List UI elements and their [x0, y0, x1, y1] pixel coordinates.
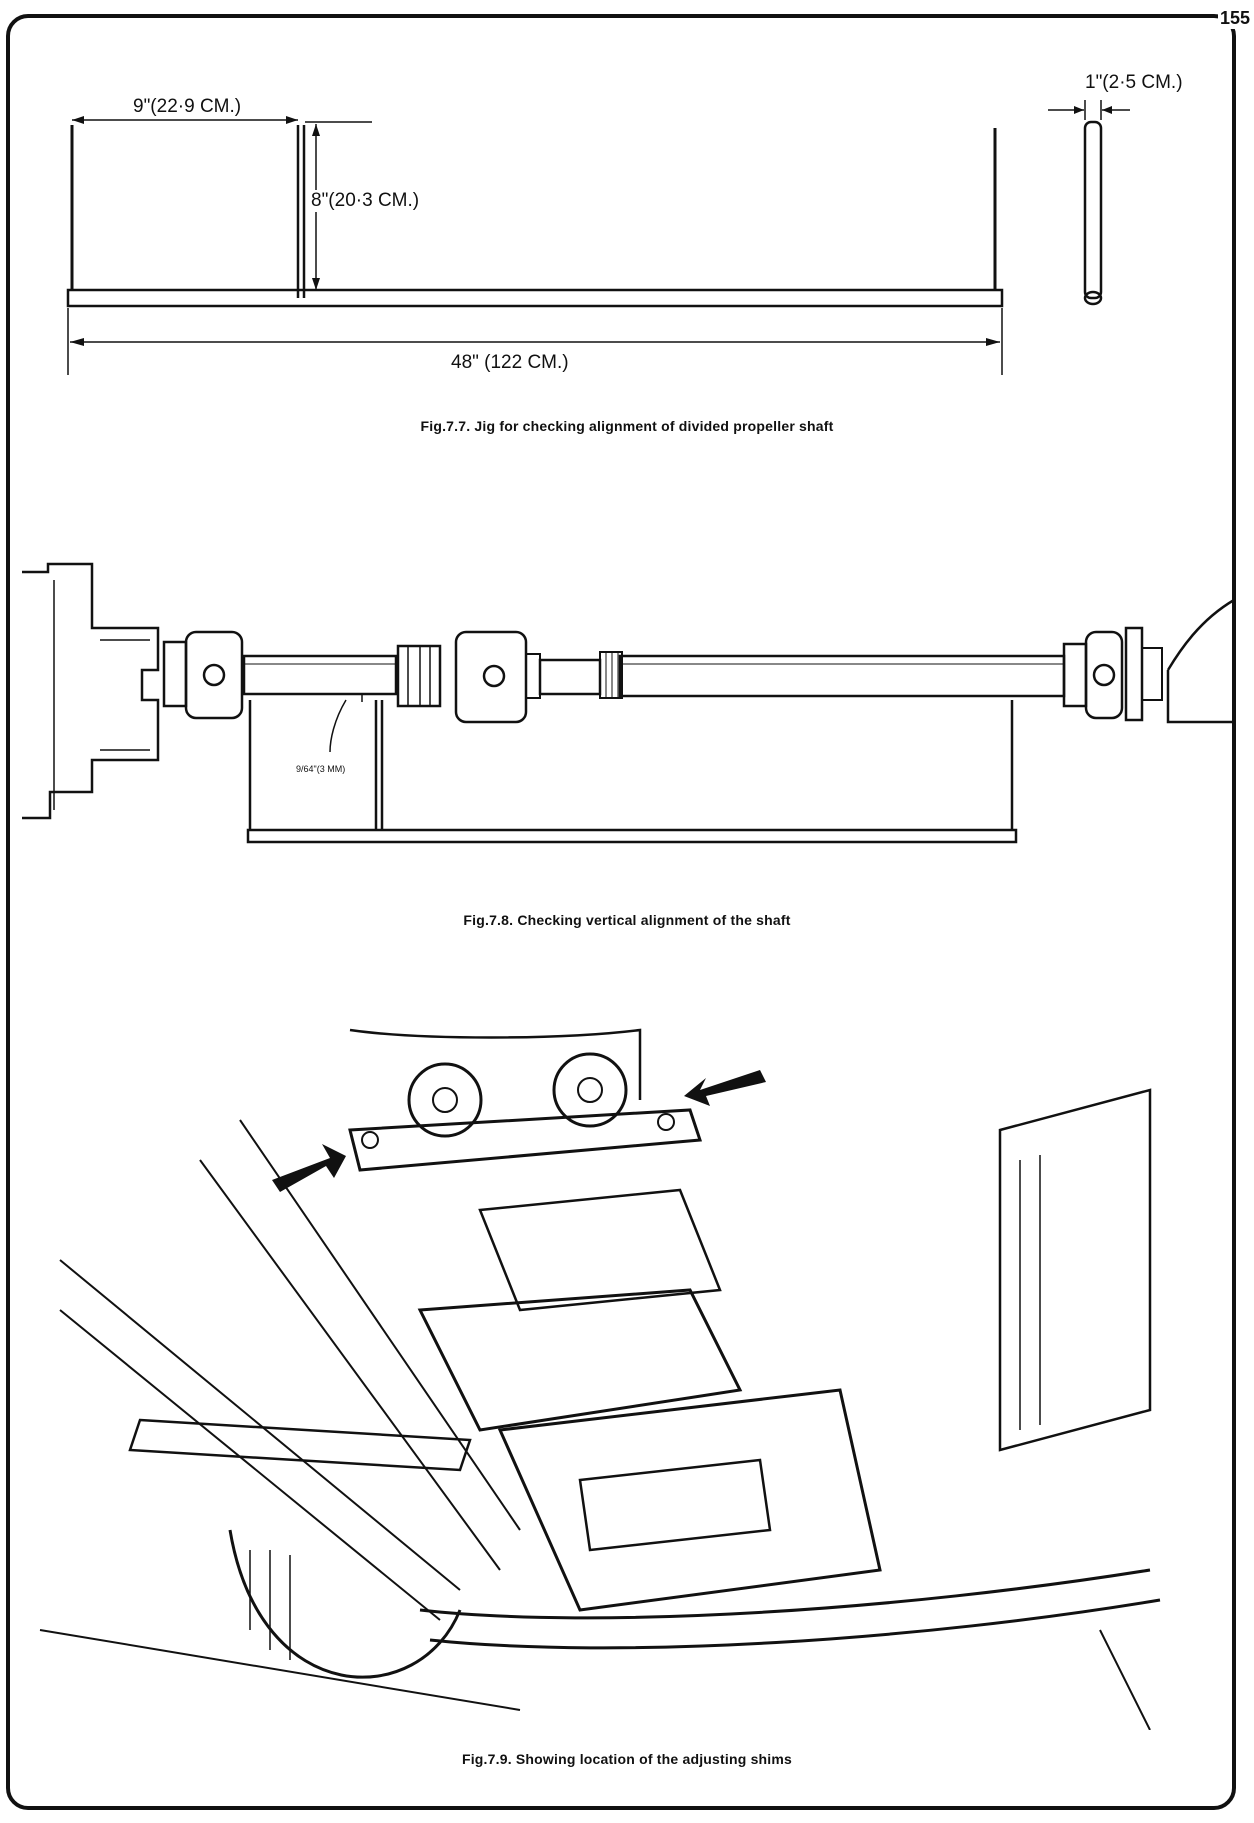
jig-drawing — [66, 100, 1130, 375]
rod-diameter-dimension: 1"(2·5 CM.) — [1082, 72, 1186, 94]
figure-7-9-caption: Fig.7.9. Showing location of the adjusti… — [461, 1751, 793, 1767]
jig-width-dimension: 9"(22·9 CM.) — [130, 96, 245, 118]
shims-illustration — [39, 1028, 1161, 1730]
page-frame — [6, 14, 1236, 1810]
shaft-drawing — [22, 562, 1235, 844]
figure-7-8-caption: Fig.7.8. Checking vertical alignment of … — [463, 912, 791, 928]
figure-7-7-caption: Fig.7.7. Jig for checking alignment of d… — [420, 418, 834, 434]
shaft-gap-dimension: 9/64"(3 MM) — [296, 764, 346, 774]
page-number: 155 — [1217, 8, 1252, 29]
jig-length-dimension: 48" (122 CM.) — [448, 352, 572, 374]
jig-height-dimension: 8"(20·3 CM.) — [308, 190, 423, 212]
